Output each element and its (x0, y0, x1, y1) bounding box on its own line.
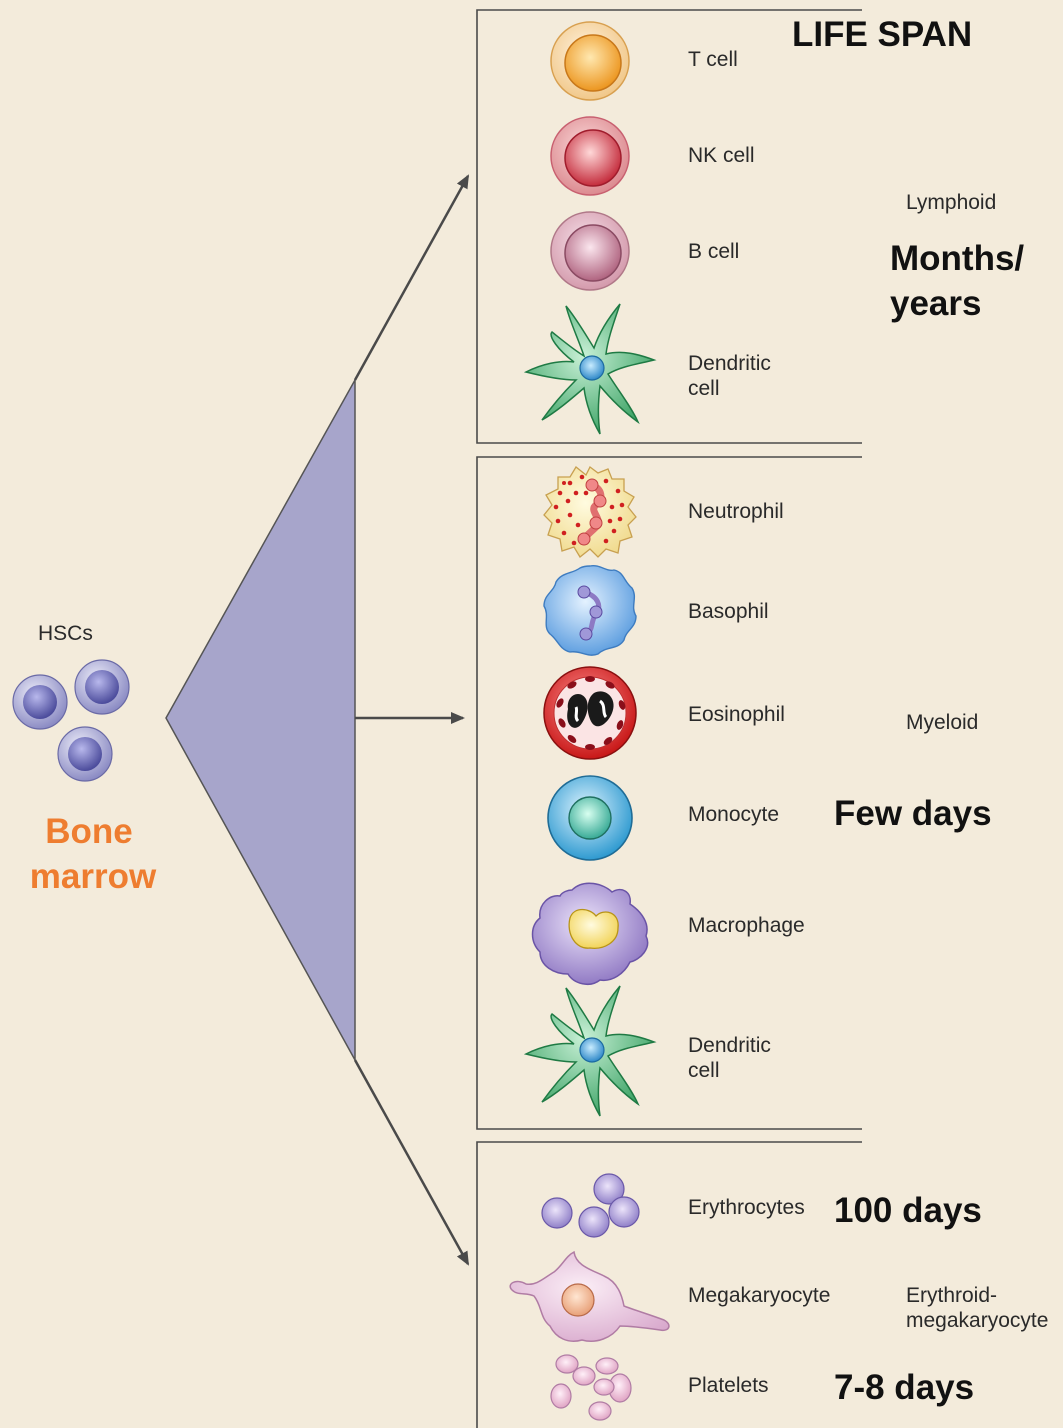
eosinophil-icon (544, 667, 636, 759)
platelets-icon (551, 1355, 631, 1420)
myeloid-group-label: Myeloid (906, 711, 978, 734)
t-cell-label: T cell (688, 48, 738, 71)
lymphoid-bracket (477, 10, 862, 443)
myeloid-bracket (477, 457, 862, 1129)
dendritic-cell-lymphoid-label-line1: Dendritic (688, 352, 771, 375)
dendritic-cell-lymphoid-label-line2: cell (688, 377, 720, 400)
nk-cell-icon (551, 117, 629, 195)
lymphoid-lifespan-line2: years (890, 284, 981, 323)
dendritic-cell-myeloid-label-line1: Dendritic (688, 1034, 771, 1057)
progenitor-triangle (166, 380, 355, 1060)
erythroid-group-label-line1: Erythroid- (906, 1284, 997, 1307)
t-cell-icon (551, 22, 629, 100)
dendritic-cell-lymphoid-icon (526, 304, 654, 434)
bone-marrow-label-line1: Bone (45, 812, 133, 851)
megakaryocyte-icon (510, 1252, 669, 1341)
arrow-to-erythroid (355, 1060, 468, 1264)
erythrocytes-icon (542, 1174, 639, 1237)
lymphoid-lifespan-line1: Months/ (890, 239, 1024, 278)
arrow-to-lymphoid (355, 176, 468, 380)
erythrocytes-label: Erythrocytes (688, 1196, 805, 1219)
macrophage-icon (533, 883, 648, 984)
macrophage-label: Macrophage (688, 914, 805, 937)
nk-cell-label: NK cell (688, 144, 755, 167)
neutrophil-label: Neutrophil (688, 500, 784, 523)
basophil-label: Basophil (688, 600, 769, 623)
platelets-label: Platelets (688, 1374, 769, 1397)
dendritic-cell-myeloid-icon (526, 986, 654, 1116)
myeloid-lifespan: Few days (834, 794, 992, 833)
life-span-title: LIFE SPAN (792, 15, 972, 54)
hsc-cells-icon (13, 660, 129, 781)
dendritic-cell-myeloid-label-line2: cell (688, 1059, 720, 1082)
erythroid-group-label-line2: megakaryocyte (906, 1309, 1048, 1332)
monocyte-label: Monocyte (688, 803, 779, 826)
eosinophil-label: Eosinophil (688, 703, 785, 726)
b-cell-label: B cell (688, 240, 739, 263)
platelet-lifespan: 7-8 days (834, 1368, 974, 1407)
lymphoid-group-label: Lymphoid (906, 191, 996, 214)
bone-marrow-label-line2: marrow (30, 857, 157, 896)
erythrocyte-lifespan: 100 days (834, 1191, 982, 1230)
hscs-label: HSCs (38, 622, 93, 645)
megakaryocyte-label: Megakaryocyte (688, 1284, 830, 1307)
neutrophil-icon (544, 467, 636, 557)
monocyte-icon (548, 776, 632, 860)
b-cell-icon (551, 212, 629, 290)
basophil-icon (544, 566, 636, 655)
